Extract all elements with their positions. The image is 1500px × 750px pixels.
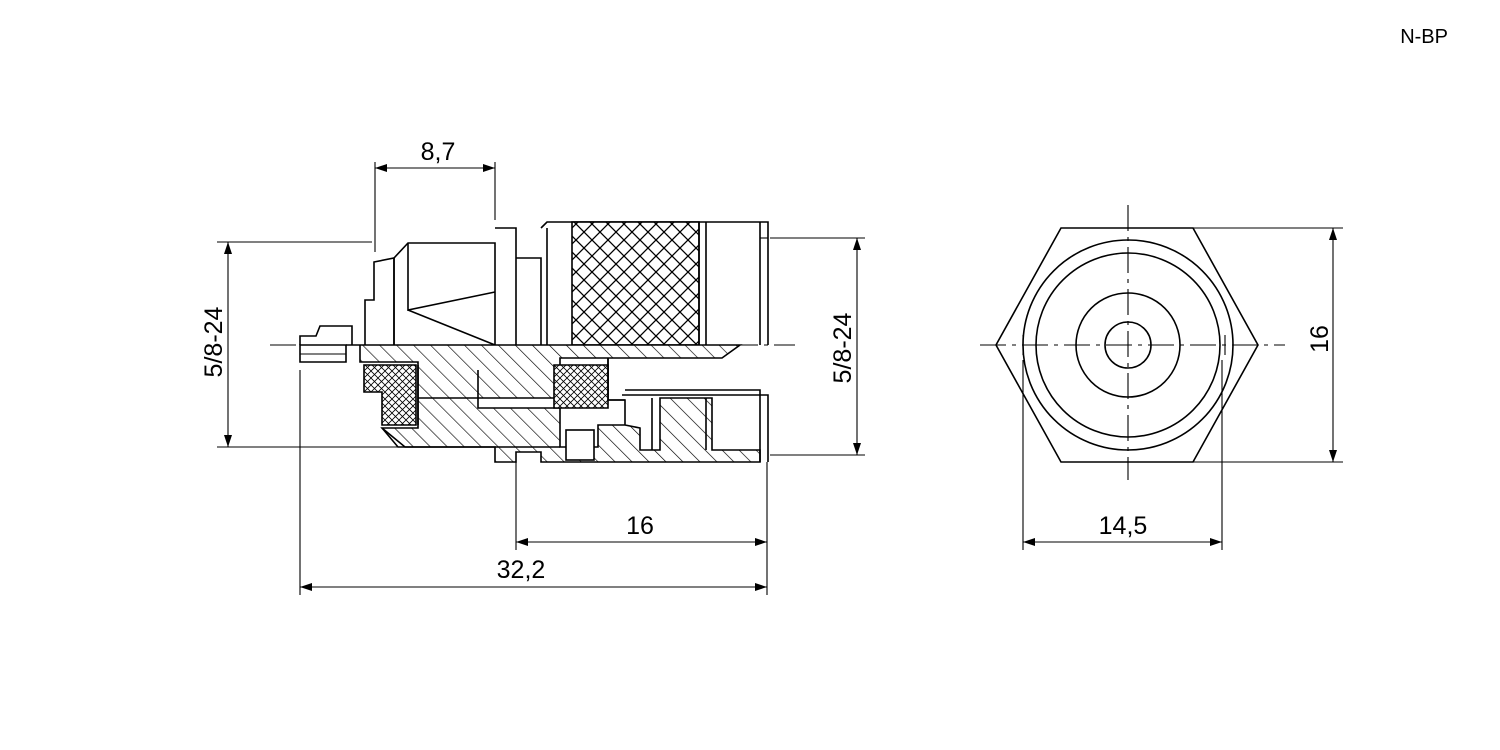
drawing-designation: N-BP [1400, 26, 1448, 48]
outer-ring [1022, 239, 1234, 451]
end-view: 16 14,5 [980, 205, 1343, 550]
side-extension-lines [217, 162, 865, 595]
dim-body-length-label: 16 [626, 512, 654, 540]
dim-overall-length-label: 32,2 [497, 556, 546, 584]
insulator-right [553, 364, 609, 409]
dim-right-thread-label: 5/8-24 [829, 312, 857, 383]
knurled-nut [571, 221, 700, 346]
dim-end-width-label: 14,5 [1099, 512, 1148, 540]
upper-half-outline [299, 221, 769, 346]
dim-left-thread-label: 5/8-24 [200, 306, 228, 377]
insulator-ring [1075, 292, 1181, 398]
dim-end-height-label: 16 [1306, 325, 1334, 353]
lower-half-section [299, 344, 769, 463]
side-view: 8,7 5/8-24 5/8-24 16 32,2 [200, 138, 865, 595]
contact-pin [565, 429, 595, 461]
second-ring [1035, 252, 1221, 438]
insulator-left [363, 364, 417, 426]
pin-ring [1104, 321, 1152, 369]
dim-top-label: 8,7 [421, 138, 456, 166]
